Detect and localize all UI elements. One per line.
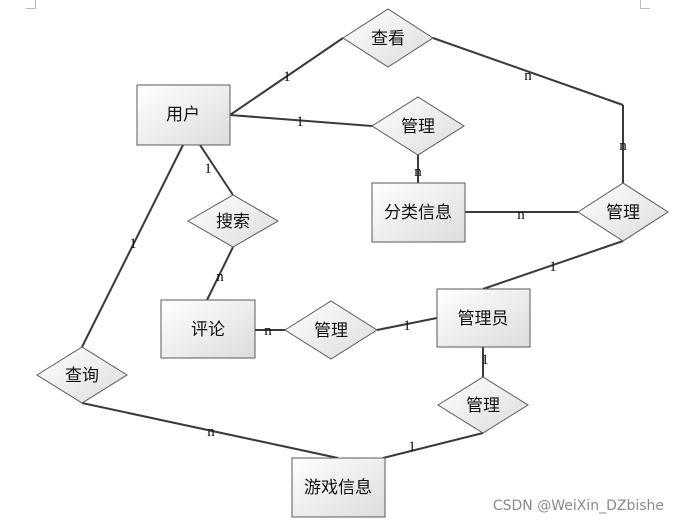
cardinality-manage-admin-left: 1 (403, 318, 411, 334)
watermark: CSDN @WeiXin_DZbishe (492, 498, 664, 514)
line-manage-admin-left (376, 317, 438, 331)
relationship-manage-category: 管理 (371, 96, 465, 156)
entity-game: 游戏信息 (291, 457, 386, 518)
cardinality-comment-manage: n (264, 323, 272, 339)
connector-lines (81, 37, 624, 459)
entity-category: 分类信息 (371, 182, 466, 243)
cardinality-admin-manage: 1 (481, 352, 489, 368)
cardinality-labels: 1 n n 1 n n 1 1 n n 1 1 n 1 1 (129, 68, 627, 455)
cardinality-user-manage: 1 (296, 114, 304, 130)
cardinality-user-search: 1 (204, 161, 212, 177)
entity-game-label: 游戏信息 (304, 478, 372, 498)
line-user-query (81, 144, 184, 348)
relationship-query: 查询 (36, 346, 128, 404)
relationship-manage-right: 管理 (577, 182, 669, 242)
cardinality-manage-right-top: n (619, 138, 627, 154)
relationship-query-label: 查询 (65, 366, 99, 386)
relationship-manage-comment: 管理 (284, 300, 378, 360)
line-search-comment (206, 246, 234, 301)
relationship-manage-right-label: 管理 (606, 203, 640, 223)
entity-comment-label: 评论 (191, 320, 225, 340)
cardinality-query-game: n (207, 424, 215, 440)
cardinality-manage-admin: 1 (549, 259, 557, 275)
line-manage-admin (482, 240, 624, 290)
entities: 用户 分类信息 评论 管理员 游戏信息 (136, 84, 531, 518)
entity-user-label: 用户 (166, 105, 200, 125)
entity-user: 用户 (136, 84, 231, 146)
relationship-search-label: 搜索 (216, 212, 250, 232)
cardinality-category-manage: n (517, 207, 525, 223)
entity-comment: 评论 (160, 299, 256, 359)
line-manage-game (382, 432, 484, 459)
relationship-view-label: 查看 (371, 29, 405, 49)
relationship-search: 搜索 (187, 194, 279, 248)
cardinality-manage-category-bottom: n (414, 164, 422, 180)
line-user-view (229, 37, 344, 116)
relationship-manage-category-label: 管理 (401, 117, 435, 137)
cardinality-user-view: 1 (283, 69, 291, 85)
line-view-manage (432, 37, 624, 106)
relationship-manage-game: 管理 (437, 376, 529, 434)
relationship-manage-comment-label: 管理 (314, 321, 348, 341)
cardinality-user-query: 1 (129, 236, 137, 252)
line-user-manage-category (229, 114, 373, 127)
line-query-game (81, 402, 339, 459)
entity-admin-label: 管理员 (458, 309, 509, 329)
relationships: 查看 管理 管理 搜索 管理 查询 管理 (36, 8, 669, 434)
relationship-manage-game-label: 管理 (466, 396, 500, 416)
cardinality-view-manage: n (524, 68, 532, 84)
cardinality-search-comment: n (216, 269, 224, 285)
relationship-view: 查看 (342, 8, 434, 68)
cardinality-manage-game: 1 (408, 439, 416, 455)
line-user-search (199, 144, 234, 196)
corner-mark-right (640, 0, 650, 9)
corner-mark-left (26, 0, 36, 9)
entity-admin: 管理员 (436, 288, 531, 348)
entity-category-label: 分类信息 (384, 203, 452, 223)
